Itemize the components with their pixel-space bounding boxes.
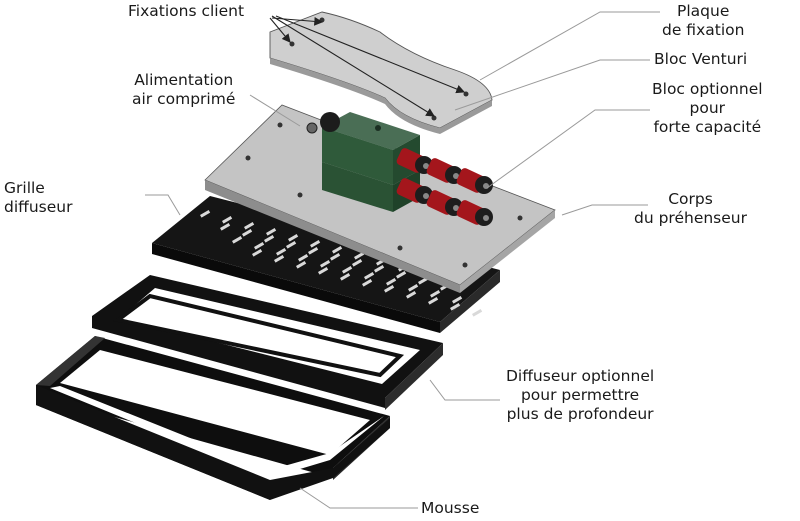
grille-slot — [452, 295, 463, 304]
grille-slot — [296, 261, 307, 269]
grille-slot — [384, 285, 395, 293]
label-grille-line-1: Grille — [4, 179, 45, 197]
grille-slot — [332, 246, 343, 254]
grille-slot — [408, 284, 419, 292]
grille-slot — [308, 247, 319, 255]
venturi-nozzles — [396, 148, 493, 226]
grille-slot — [428, 297, 439, 305]
grille-slot — [288, 234, 299, 242]
grille-slot — [244, 222, 255, 230]
grille-slot — [222, 216, 233, 224]
label-alimentation: Alimentation air comprimé — [132, 71, 235, 109]
grille-slot — [362, 279, 373, 287]
grille-slot — [320, 260, 331, 268]
grille-slot — [339, 273, 351, 281]
mousse-frame — [36, 336, 390, 500]
label-corps-line-1: Corps — [668, 190, 713, 208]
label-alimentation-line-1: Alimentation — [134, 71, 234, 89]
grille-slot — [252, 249, 263, 257]
label-corps-du-prehenseur: Corps du préhenseur — [634, 190, 747, 228]
grille-slot — [386, 278, 397, 286]
grille-slot — [450, 302, 461, 311]
grille-slot — [199, 210, 211, 218]
label-mousse: Mousse — [421, 499, 480, 517]
label-diffuseur-optionnel: Diffuseur optionnel pour permettre plus … — [506, 367, 654, 424]
label-bloc-venturi: Bloc Venturi — [654, 50, 748, 68]
grille-slot — [429, 290, 441, 298]
label-diffuseur-line-1: Diffuseur optionnel — [506, 367, 655, 385]
grille-slot — [318, 267, 329, 275]
grille-slot — [232, 235, 243, 244]
grille-slot — [286, 241, 297, 249]
diffuseur-optionnel-frame — [92, 275, 443, 410]
label-grille-diffuseur: Grille diffuseur — [4, 179, 72, 217]
grille-slots — [199, 210, 483, 317]
grille-slot — [253, 242, 265, 250]
leader-lines — [145, 11, 660, 509]
grille-slot — [220, 223, 231, 231]
grille-slot — [241, 229, 253, 237]
grille-slot — [309, 240, 321, 248]
grille-slot — [342, 266, 353, 274]
grille-slot — [354, 252, 365, 260]
grille-slot — [471, 308, 483, 317]
grille-slot — [273, 255, 285, 263]
grille-slot — [405, 291, 417, 299]
grille-slot — [297, 254, 309, 262]
label-bloc-optionnel-line-2: pour — [689, 99, 726, 117]
grille-slot — [351, 259, 363, 267]
grille-diffuseur — [152, 196, 500, 333]
plaque-de-fixation — [269, 11, 493, 134]
fixations-arrows — [269, 15, 466, 117]
label-grille-line-2: diffuseur — [4, 198, 73, 216]
label-bloc-optionnel-line-3: forte capacité — [653, 118, 762, 136]
label-plaque-line-2: de fixation — [662, 21, 745, 39]
label-corps-line-2: du préhenseur — [634, 209, 747, 227]
grille-slot — [374, 265, 385, 273]
grille-slot — [330, 253, 341, 261]
label-plaque-line-1: Plaque — [677, 2, 730, 20]
grille-slot — [265, 228, 277, 236]
label-bloc-optionnel-line-1: Bloc optionnel — [652, 80, 763, 98]
grille-slot — [276, 248, 287, 256]
nozzle — [456, 168, 493, 194]
nozzle — [456, 200, 493, 226]
grille-slot — [363, 272, 375, 280]
label-fixations-client: Fixations client — [128, 2, 245, 20]
grille-slot — [264, 235, 275, 243]
label-alimentation-line-2: air comprimé — [132, 90, 236, 108]
label-bloc-optionnel: Bloc optionnel pour forte capacité — [652, 80, 763, 137]
label-plaque-de-fixation: Plaque de fixation — [662, 2, 744, 40]
label-diffuseur-line-3: plus de profondeur — [506, 405, 654, 423]
grille-slot — [396, 271, 407, 279]
label-diffuseur-line-2: pour permettre — [520, 386, 640, 404]
